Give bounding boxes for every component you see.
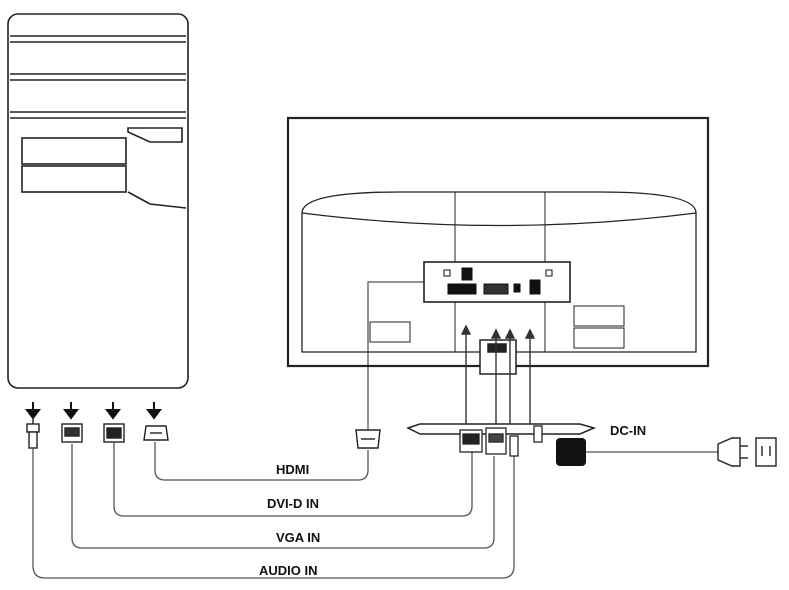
hdmi-inner-cable [367,281,466,432]
drive-bay-2 [21,165,127,193]
hdmi-label: HDMI [276,462,310,477]
hdmi-plug-monitor-icon [355,429,381,449]
dvi-plug-icon [103,423,125,443]
io-panel [423,261,571,303]
io-ports [443,267,553,295]
monitor-plugs [459,425,543,457]
dvi-port-icon [447,283,477,295]
audio-plug-icon [26,416,40,449]
down-arrow-icons [25,402,162,420]
dvi-label: DVI-D IN [267,496,319,511]
audio-label: AUDIO IN [259,563,318,578]
hdmi-port-icon [461,267,473,281]
audio-plug-base-icon [509,435,519,457]
vga-plug-icon [61,423,83,443]
audio-cable [32,448,515,579]
monitor-rear [286,116,710,368]
dvi-cable [113,442,473,517]
hdmi-cable [154,442,369,481]
vent-right [573,305,625,327]
vga-port-icon [483,283,509,295]
audio-port-icon [513,283,521,293]
vga-label: VGA IN [276,530,321,545]
power-plug-icon [717,437,748,467]
down-arrow-icon [105,402,121,420]
vent-left [369,321,411,343]
power-plug-base-icon [533,425,543,443]
vga-cable [71,444,495,549]
hdmi-plug-icon [143,425,169,441]
vent-right-2 [573,327,625,349]
power-port-icon [529,279,541,295]
down-arrow-icon [25,402,41,420]
computer-tower [7,13,189,389]
up-arrow-icons [460,324,536,424]
monitor-stand [406,339,597,435]
wall-outlet-icon [755,437,777,467]
power-adapter-icon [556,438,586,466]
down-arrow-icon [63,402,79,420]
dc-in-label: DC-IN [610,423,647,438]
drive-bay-1 [21,137,127,165]
down-arrow-icon [146,402,162,420]
